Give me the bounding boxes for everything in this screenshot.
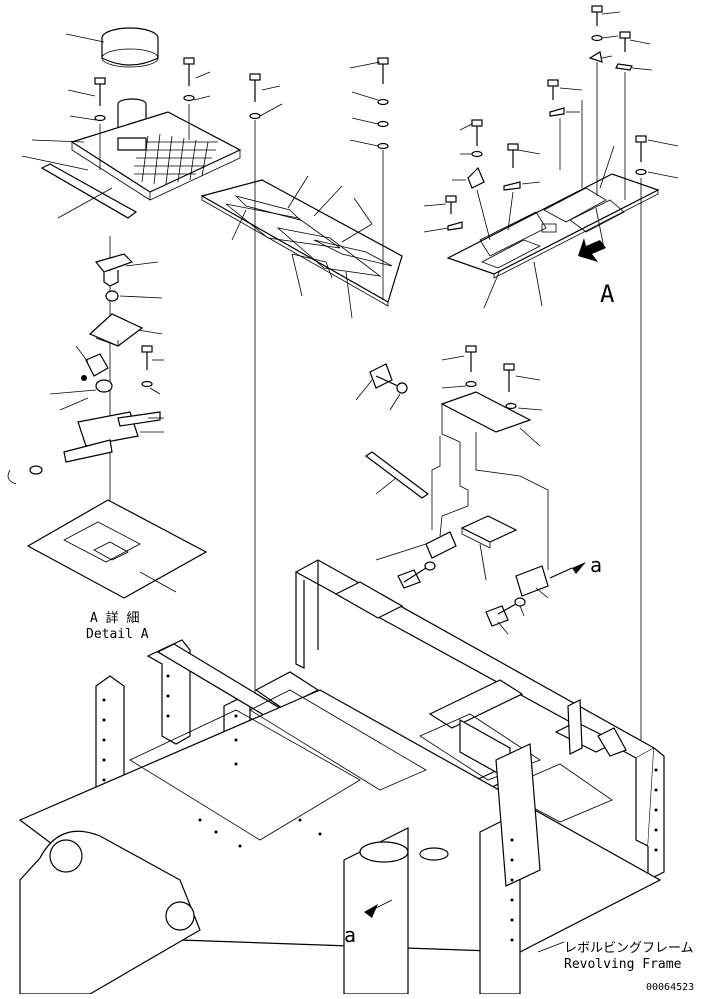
leader-lines xyxy=(231,61,384,700)
leader-lines xyxy=(423,11,679,740)
view-arrow-a-label: A xyxy=(600,280,615,308)
bracket-part xyxy=(88,253,163,347)
leader-lines xyxy=(21,33,211,219)
center-cover-plate xyxy=(200,57,403,700)
detail-a-en-label: Detail A xyxy=(86,627,149,642)
bolt-part xyxy=(445,5,647,231)
switch-plate-part xyxy=(70,111,242,201)
section-a-upper-label: a xyxy=(590,553,602,577)
frame-holes xyxy=(102,674,658,942)
lever-mechanism-part xyxy=(7,345,164,485)
bolt-part xyxy=(94,57,195,122)
right-cover-plate: A xyxy=(423,5,679,740)
rubber-strip-part xyxy=(40,163,138,219)
leader-lines xyxy=(355,355,549,635)
mounting-bracket-assembly: a xyxy=(355,345,602,635)
detail-a-assembly: A 詳 細 Detail A xyxy=(7,27,242,642)
assembly-lines xyxy=(99,104,190,550)
floor-plate-part xyxy=(26,499,208,599)
frame-jp-label: レボルビングフレーム xyxy=(564,941,694,956)
cap-part xyxy=(101,27,159,68)
frame-en-label: Revolving Frame xyxy=(564,957,682,972)
drawing-number: 00064523 xyxy=(646,982,694,993)
detail-a-jp-label: A 詳 細 xyxy=(90,610,139,626)
frame-leader-line xyxy=(537,941,565,953)
revolving-frame: a xyxy=(18,559,665,995)
section-a-lower-label: a xyxy=(344,923,356,947)
bolt-part xyxy=(249,57,389,150)
view-arrow-a xyxy=(578,238,606,262)
